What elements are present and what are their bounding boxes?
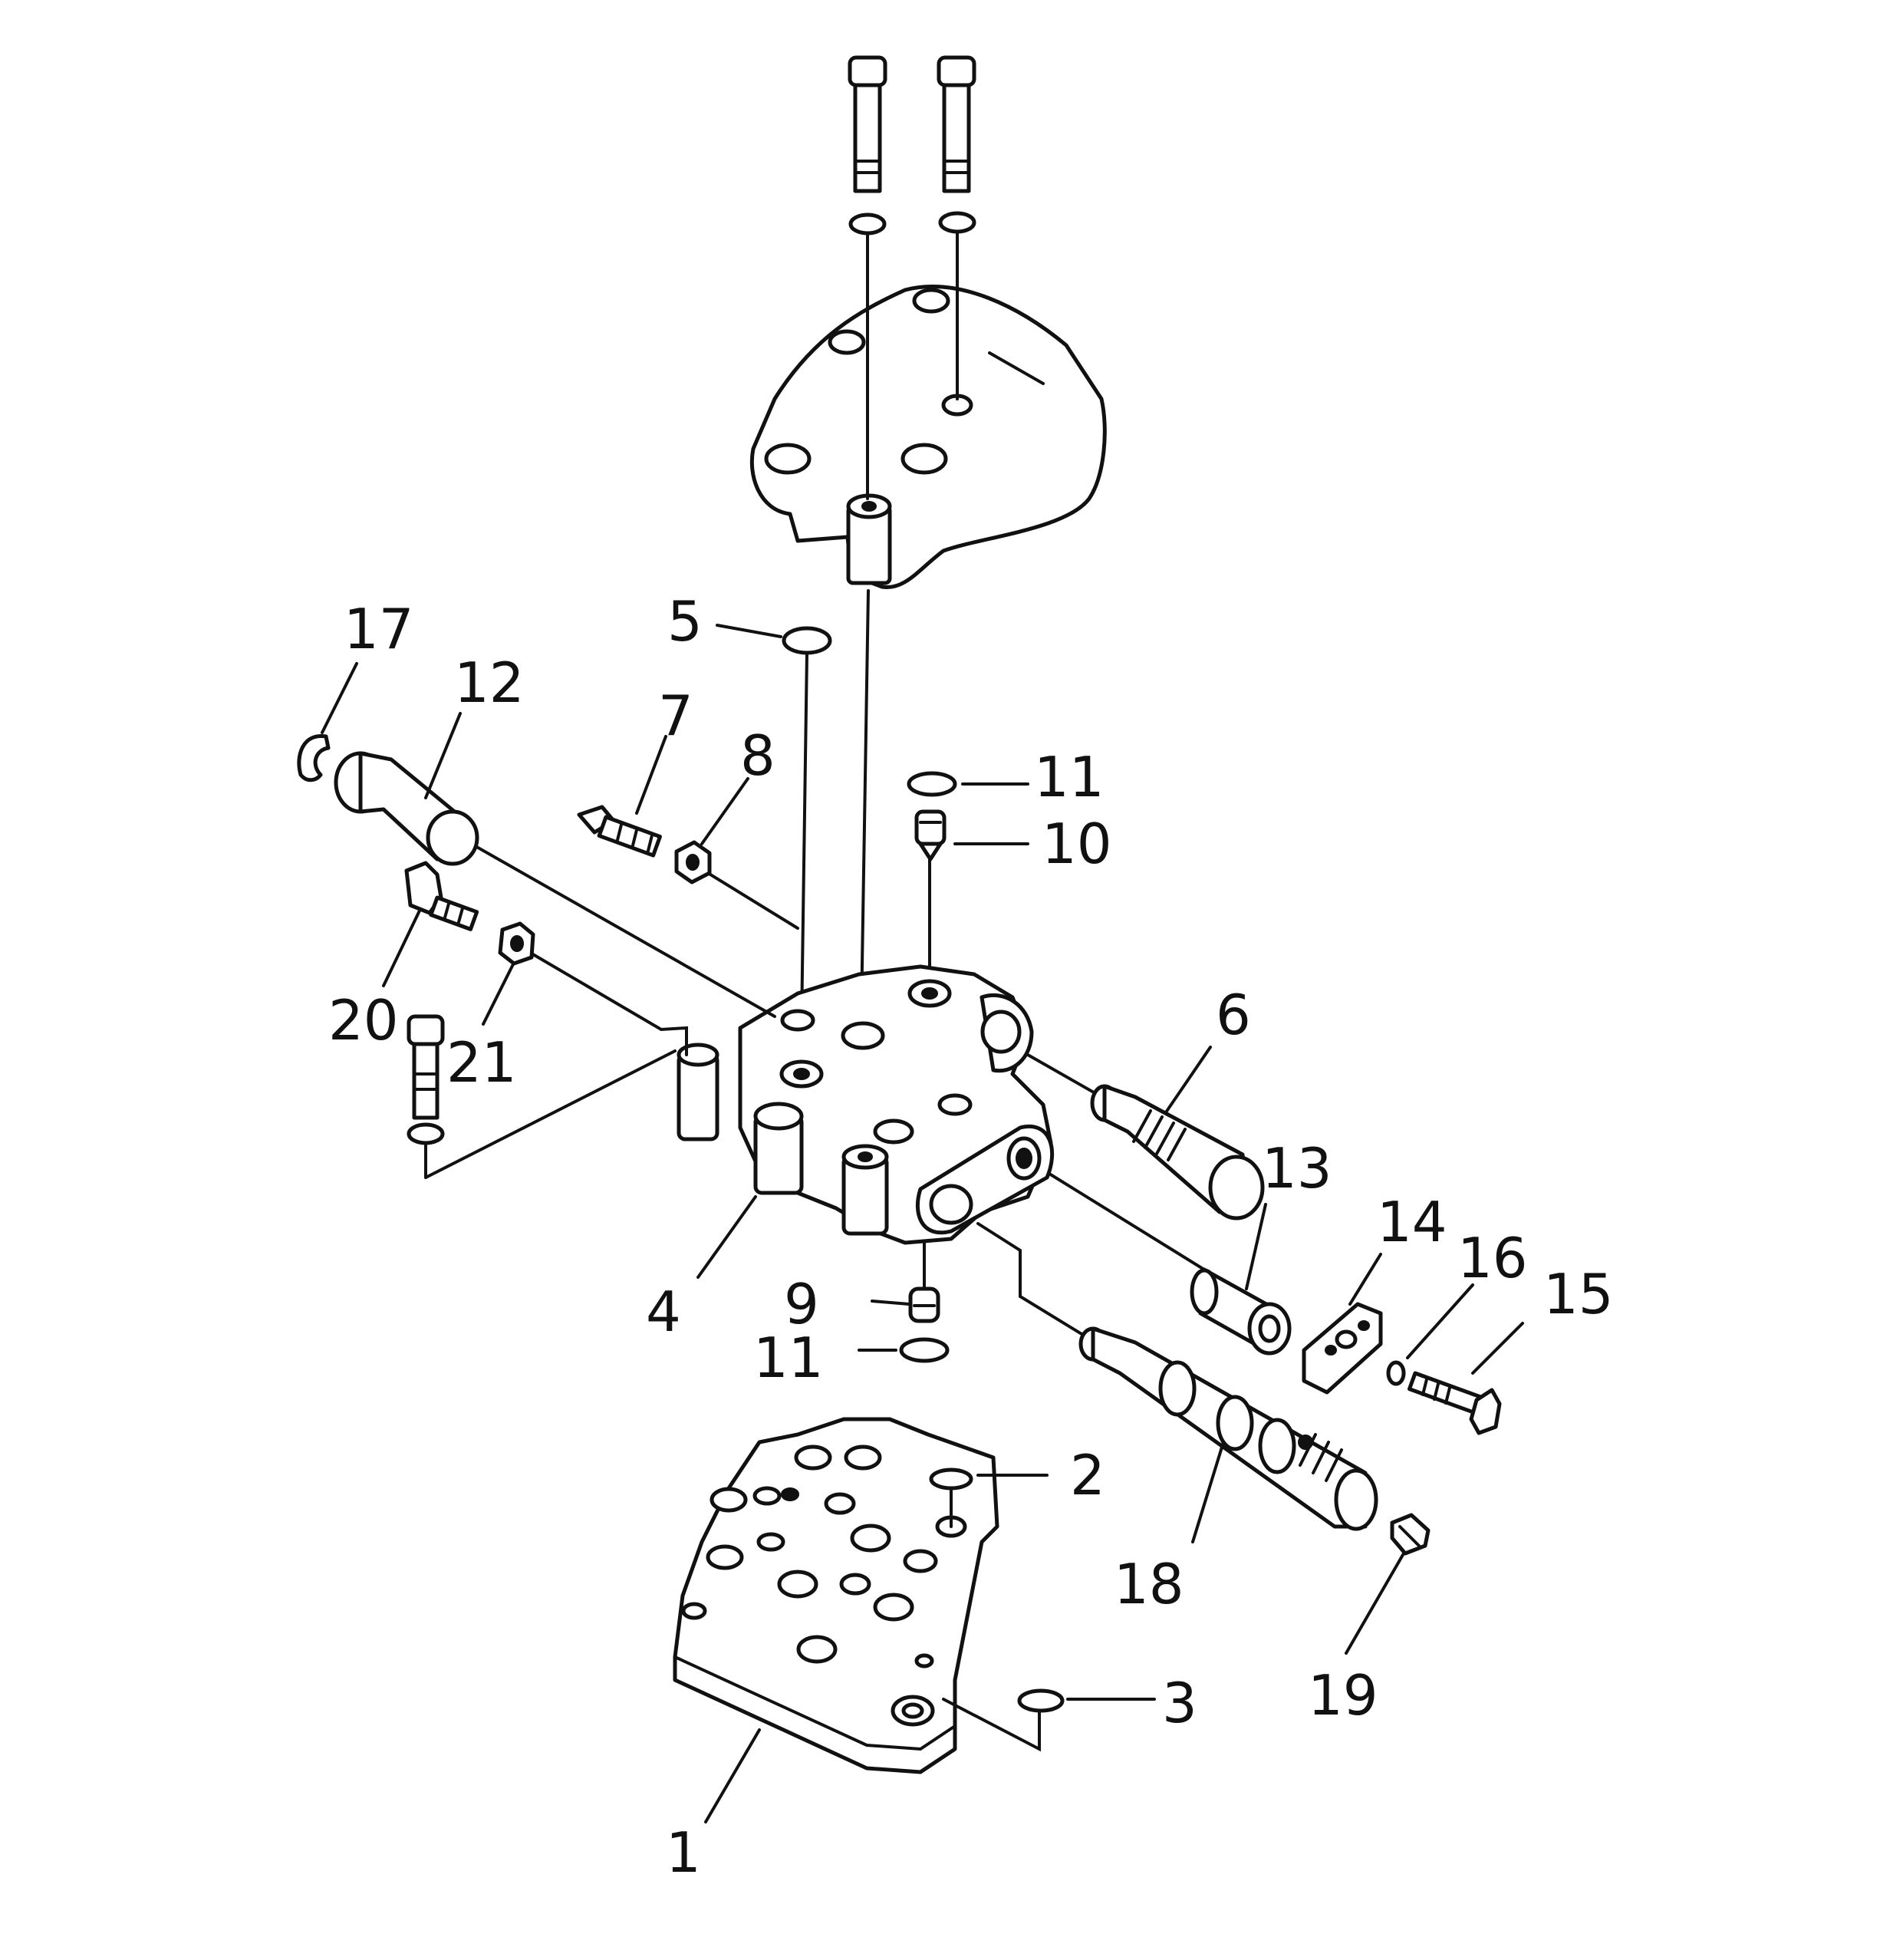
callout-19: 19 — [1308, 1663, 1378, 1728]
assembly-line-oring-5 — [800, 652, 808, 1026]
lower-left-bolt — [407, 1014, 445, 1145]
axis-line-13 — [1048, 1172, 1206, 1271]
axis-line-6 — [1026, 1053, 1106, 1100]
callout-11-lower: 11 — [753, 1326, 824, 1390]
part-7-adjust-screw — [577, 805, 662, 858]
part-19-plug — [1390, 1513, 1431, 1556]
callout-11-upper: 11 — [1034, 745, 1105, 809]
top-washer-left — [848, 212, 887, 236]
callout-17: 17 — [344, 597, 414, 661]
callout-labels: 1 2 3 4 5 6 7 8 9 10 11 11 12 13 14 15 1… — [328, 589, 1614, 1885]
callout-16: 16 — [1457, 1226, 1528, 1290]
part-8-nut — [674, 840, 712, 884]
callout-4: 4 — [646, 1280, 681, 1344]
part-14-cover-plate — [1302, 1302, 1383, 1395]
callout-12: 12 — [454, 651, 525, 715]
top-washer-right — [938, 211, 976, 234]
part-5-o-ring — [782, 626, 832, 655]
callout-8: 8 — [740, 723, 775, 788]
callout-21: 21 — [446, 1030, 517, 1095]
leader-lines — [321, 624, 1524, 1823]
part-16-washer — [1386, 1360, 1406, 1386]
callout-15: 15 — [1543, 1262, 1614, 1326]
callout-10: 10 — [1042, 812, 1112, 876]
part-17-snap-ring — [297, 734, 331, 782]
axis-line-18 — [976, 1222, 1091, 1340]
callout-1: 1 — [666, 1820, 701, 1885]
assembly-line-oring-3 — [942, 1698, 1041, 1752]
callout-14: 14 — [1377, 1190, 1447, 1254]
bolt-lower-left-link — [424, 1049, 677, 1179]
part-18-valve-spool — [1078, 1326, 1378, 1531]
part-3-o-ring — [1017, 1688, 1065, 1713]
part-1-base-plate — [673, 1417, 999, 1774]
axis-line-12 — [472, 844, 776, 1018]
part-6-valve-spool — [1090, 1084, 1265, 1220]
callout-3: 3 — [1162, 1671, 1197, 1735]
callout-20: 20 — [328, 988, 399, 1052]
part-15-bolt — [1407, 1371, 1502, 1435]
part-9-plug — [908, 1286, 940, 1323]
callout-13: 13 — [1262, 1136, 1332, 1201]
upper-valve-housing — [749, 285, 1107, 590]
callout-6: 6 — [1216, 983, 1251, 1047]
part-11-o-ring-upper — [907, 771, 957, 797]
part-21-nut — [498, 921, 535, 966]
part-11-o-ring-lower — [899, 1337, 950, 1363]
axis-line-8 — [703, 869, 799, 930]
callout-5: 5 — [667, 589, 703, 654]
callout-2: 2 — [1070, 1443, 1105, 1507]
part-2-o-ring — [929, 1468, 973, 1491]
part-12-spool — [334, 751, 479, 866]
part-13-sleeve — [1190, 1267, 1292, 1356]
callout-9: 9 — [784, 1272, 819, 1336]
main-valve-body — [677, 964, 1055, 1245]
top-bolt-left — [848, 55, 887, 193]
top-bolt-right — [937, 55, 976, 193]
callout-18: 18 — [1114, 1552, 1184, 1616]
part-20-bracket-screw — [404, 861, 479, 931]
axis-line-21 — [526, 950, 688, 1056]
callout-7: 7 — [658, 684, 693, 748]
part-10-plug — [914, 809, 947, 861]
